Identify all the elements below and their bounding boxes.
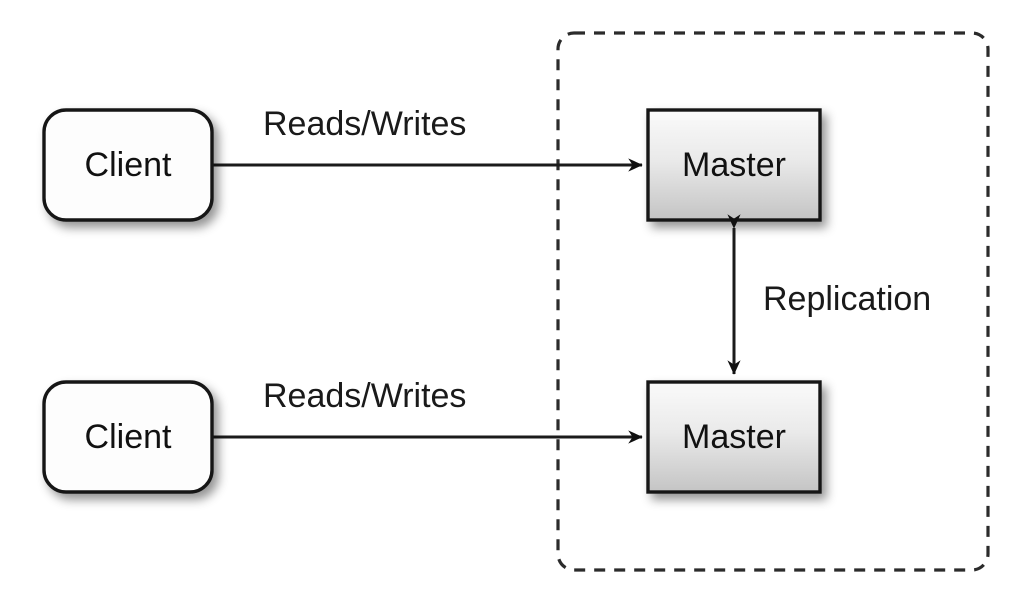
client-bottom-shape xyxy=(42,380,214,494)
master-bottom-label: Master xyxy=(682,418,786,456)
node-client-bottom[interactable]: Client xyxy=(42,380,214,494)
edge-label-replication: Replication xyxy=(763,280,931,318)
master-top-shape xyxy=(646,108,822,222)
client-top-label: Client xyxy=(85,146,172,184)
edge-label-reads-writes-top: Reads/Writes xyxy=(263,105,466,143)
master-bottom-shape xyxy=(646,380,822,494)
cluster-boundary xyxy=(556,31,990,572)
node-client-top[interactable]: Client xyxy=(42,108,214,222)
client-top-shape xyxy=(42,108,214,222)
client-bottom-label: Client xyxy=(85,418,172,456)
node-master-top[interactable]: Master xyxy=(646,108,822,222)
node-master-bottom[interactable]: Master xyxy=(646,380,822,494)
edge-label-reads-writes-bottom: Reads/Writes xyxy=(263,377,466,415)
master-top-label: Master xyxy=(682,146,786,184)
